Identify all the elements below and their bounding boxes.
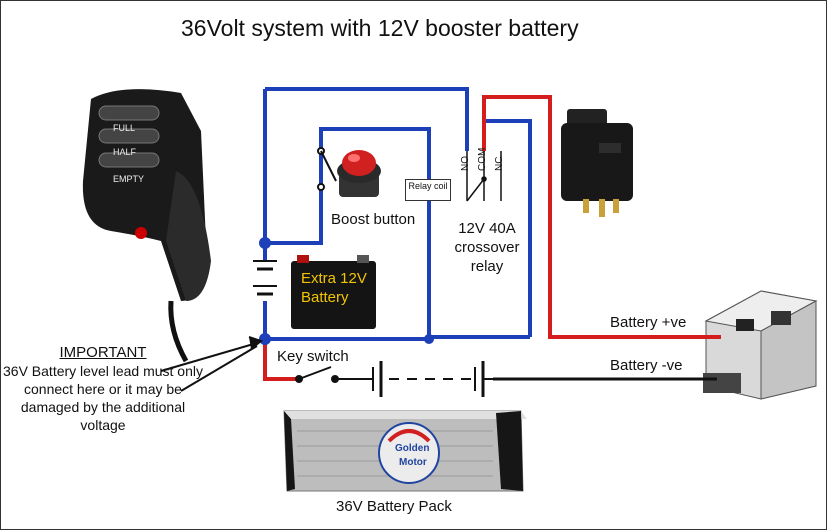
- relay-line-2: crossover: [454, 239, 520, 256]
- terminal-nc-label: NC: [494, 156, 505, 171]
- pack-brand-line-2: Motor: [399, 457, 427, 468]
- booster-battery-symbol: [253, 260, 277, 296]
- relay-contacts: [466, 151, 502, 202]
- terminal-com-label: COM: [477, 147, 488, 171]
- pack-brand-line-1: Golden: [395, 443, 429, 454]
- terminal-no-label: NO: [460, 156, 471, 171]
- boost-switch-symbol: [317, 147, 337, 191]
- battery-pack-label: 36V Battery Pack: [336, 498, 452, 515]
- extra-battery-line-2: Battery: [301, 289, 349, 306]
- relay-description: 12V 40A crossover relay: [447, 219, 527, 276]
- key-switch-symbol: [295, 361, 493, 397]
- battery-pack-photo: Golden Motor: [283, 410, 527, 492]
- throttle-full-label: FULL: [113, 123, 135, 133]
- important-text: 36V Battery level lead must only connect…: [3, 363, 203, 433]
- relay-coil-label: Relay coil: [408, 181, 448, 191]
- page-title: 36Volt system with 12V booster battery: [181, 15, 579, 41]
- boost-button-photo: [337, 150, 381, 197]
- extra-battery-line-1: Extra 12V: [301, 270, 367, 287]
- controller-photo: [703, 290, 818, 400]
- relay-line-3: relay: [470, 258, 504, 275]
- extra-battery-label: Extra 12V Battery: [301, 269, 381, 307]
- junction-dots: [259, 237, 434, 345]
- relay-photo: [561, 109, 633, 217]
- red-wires: [263, 95, 721, 381]
- battery-positive-label: Battery +ve: [610, 314, 687, 331]
- important-heading: IMPORTANT: [59, 344, 147, 361]
- battery-negative-label: Battery -ve: [610, 357, 683, 374]
- important-arrows: [160, 336, 264, 392]
- throttle-half-label: HALF: [113, 147, 137, 157]
- boost-button-label: Boost button: [331, 211, 416, 228]
- relay-line-1: 12V 40A: [458, 220, 516, 237]
- throttle-indicator: FULL HALF EMPTY: [82, 89, 211, 363]
- extra-battery-photo: [291, 255, 376, 329]
- key-switch-label: Key switch: [277, 348, 349, 365]
- relay-coil-box: Relay coil: [405, 179, 451, 201]
- important-note: IMPORTANT 36V Battery level lead must on…: [3, 344, 203, 434]
- throttle-empty-label: EMPTY: [113, 174, 144, 184]
